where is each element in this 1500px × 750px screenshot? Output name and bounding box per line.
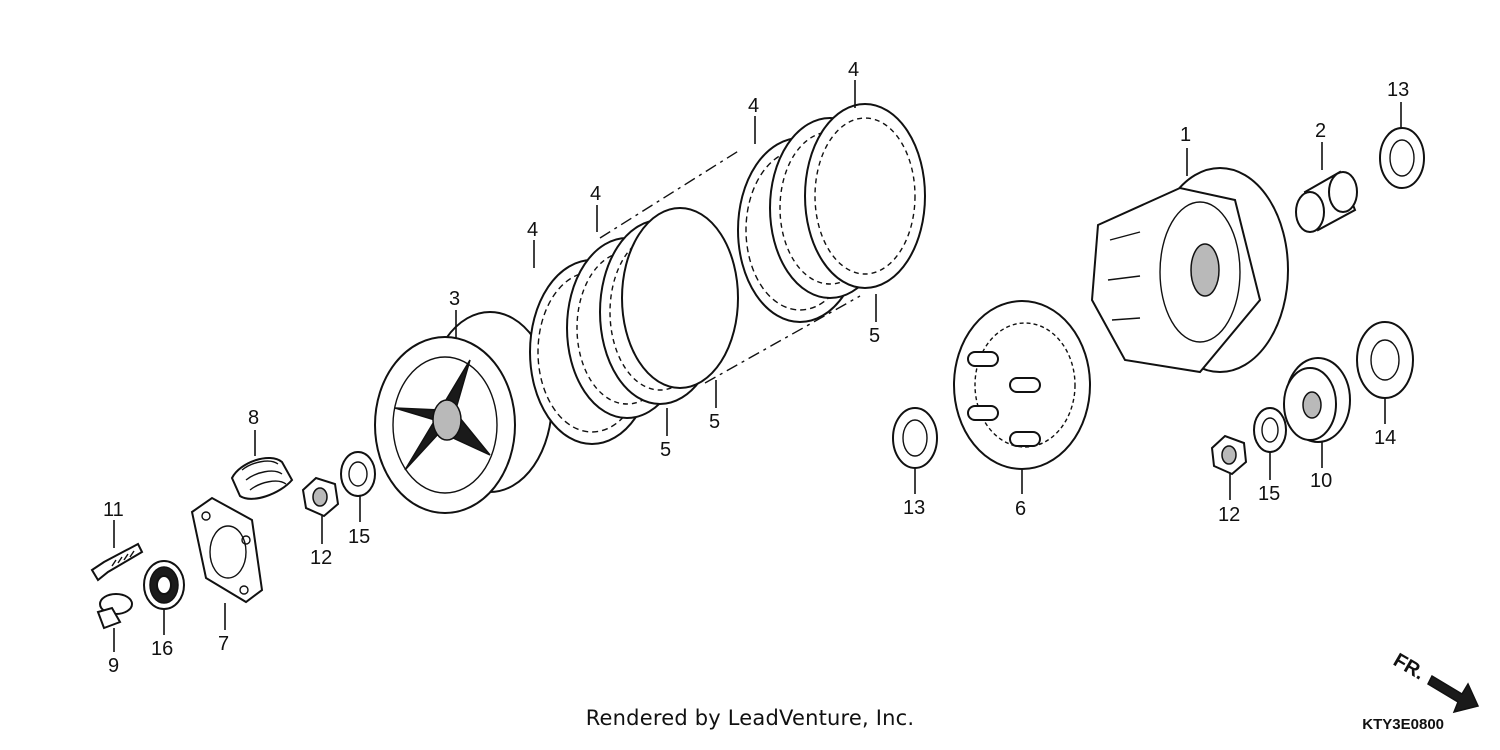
callout-4-c: 4 [748, 95, 759, 117]
callout-12-left: 12 [310, 547, 332, 569]
part-bearing-plate [190, 496, 264, 604]
callout-13-lower: 13 [903, 497, 925, 519]
callout-4-d: 4 [848, 59, 859, 81]
part-clutch-outer [1090, 167, 1289, 374]
callout-4-a: 4 [527, 219, 538, 241]
part-lifter-plate [953, 300, 1091, 470]
clutch-plates-rear [737, 103, 926, 323]
part-bolt [90, 542, 144, 582]
callout-15-right: 15 [1258, 483, 1280, 505]
part-washer-lower [892, 407, 938, 469]
part-bearing [143, 560, 185, 610]
part-lifter-pin [96, 593, 133, 630]
part-washer-15-left [340, 451, 376, 497]
callout-1: 1 [1180, 124, 1191, 146]
diagram-code: KTY3E0800 [1362, 716, 1444, 733]
part-collar [1295, 170, 1358, 233]
clutch-plates-front [529, 207, 739, 445]
callout-9: 9 [108, 655, 119, 677]
part-gear [1283, 357, 1351, 443]
callout-15-left: 15 [348, 526, 370, 548]
callout-4-b: 4 [590, 183, 601, 205]
callout-16: 16 [151, 638, 173, 660]
direction-label: FR. [1390, 649, 1429, 684]
callout-7: 7 [218, 633, 229, 655]
part-washer-upper [1379, 127, 1425, 189]
render-credit: Rendered by LeadVenture, Inc. [585, 706, 915, 730]
part-nut-left [301, 476, 340, 518]
alignment-lines [599, 149, 861, 384]
callout-5-c: 5 [869, 325, 880, 347]
part-nut-right [1210, 434, 1248, 476]
callout-3: 3 [449, 288, 460, 310]
part-spring [230, 457, 294, 500]
part-washer-15-right [1253, 407, 1287, 453]
part-clutch-center [374, 311, 553, 514]
callout-6: 6 [1015, 498, 1026, 520]
callout-8: 8 [248, 407, 259, 429]
front-direction-arrow: FR. [1390, 649, 1480, 714]
callout-11: 11 [103, 499, 124, 521]
callout-14: 14 [1374, 427, 1396, 449]
callout-labels: 1 2 13 3 4 4 4 4 5 5 5 6 13 14 10 15 12 … [103, 59, 1409, 677]
callout-2: 2 [1315, 120, 1326, 142]
callout-10: 10 [1310, 470, 1332, 492]
callout-5-b: 5 [709, 411, 720, 433]
callout-12-right: 12 [1218, 504, 1240, 526]
leader-lines [113, 80, 1402, 652]
part-thrust-washer [1356, 321, 1414, 399]
callout-5-a: 5 [660, 439, 671, 461]
callout-13-upper: 13 [1387, 79, 1409, 101]
